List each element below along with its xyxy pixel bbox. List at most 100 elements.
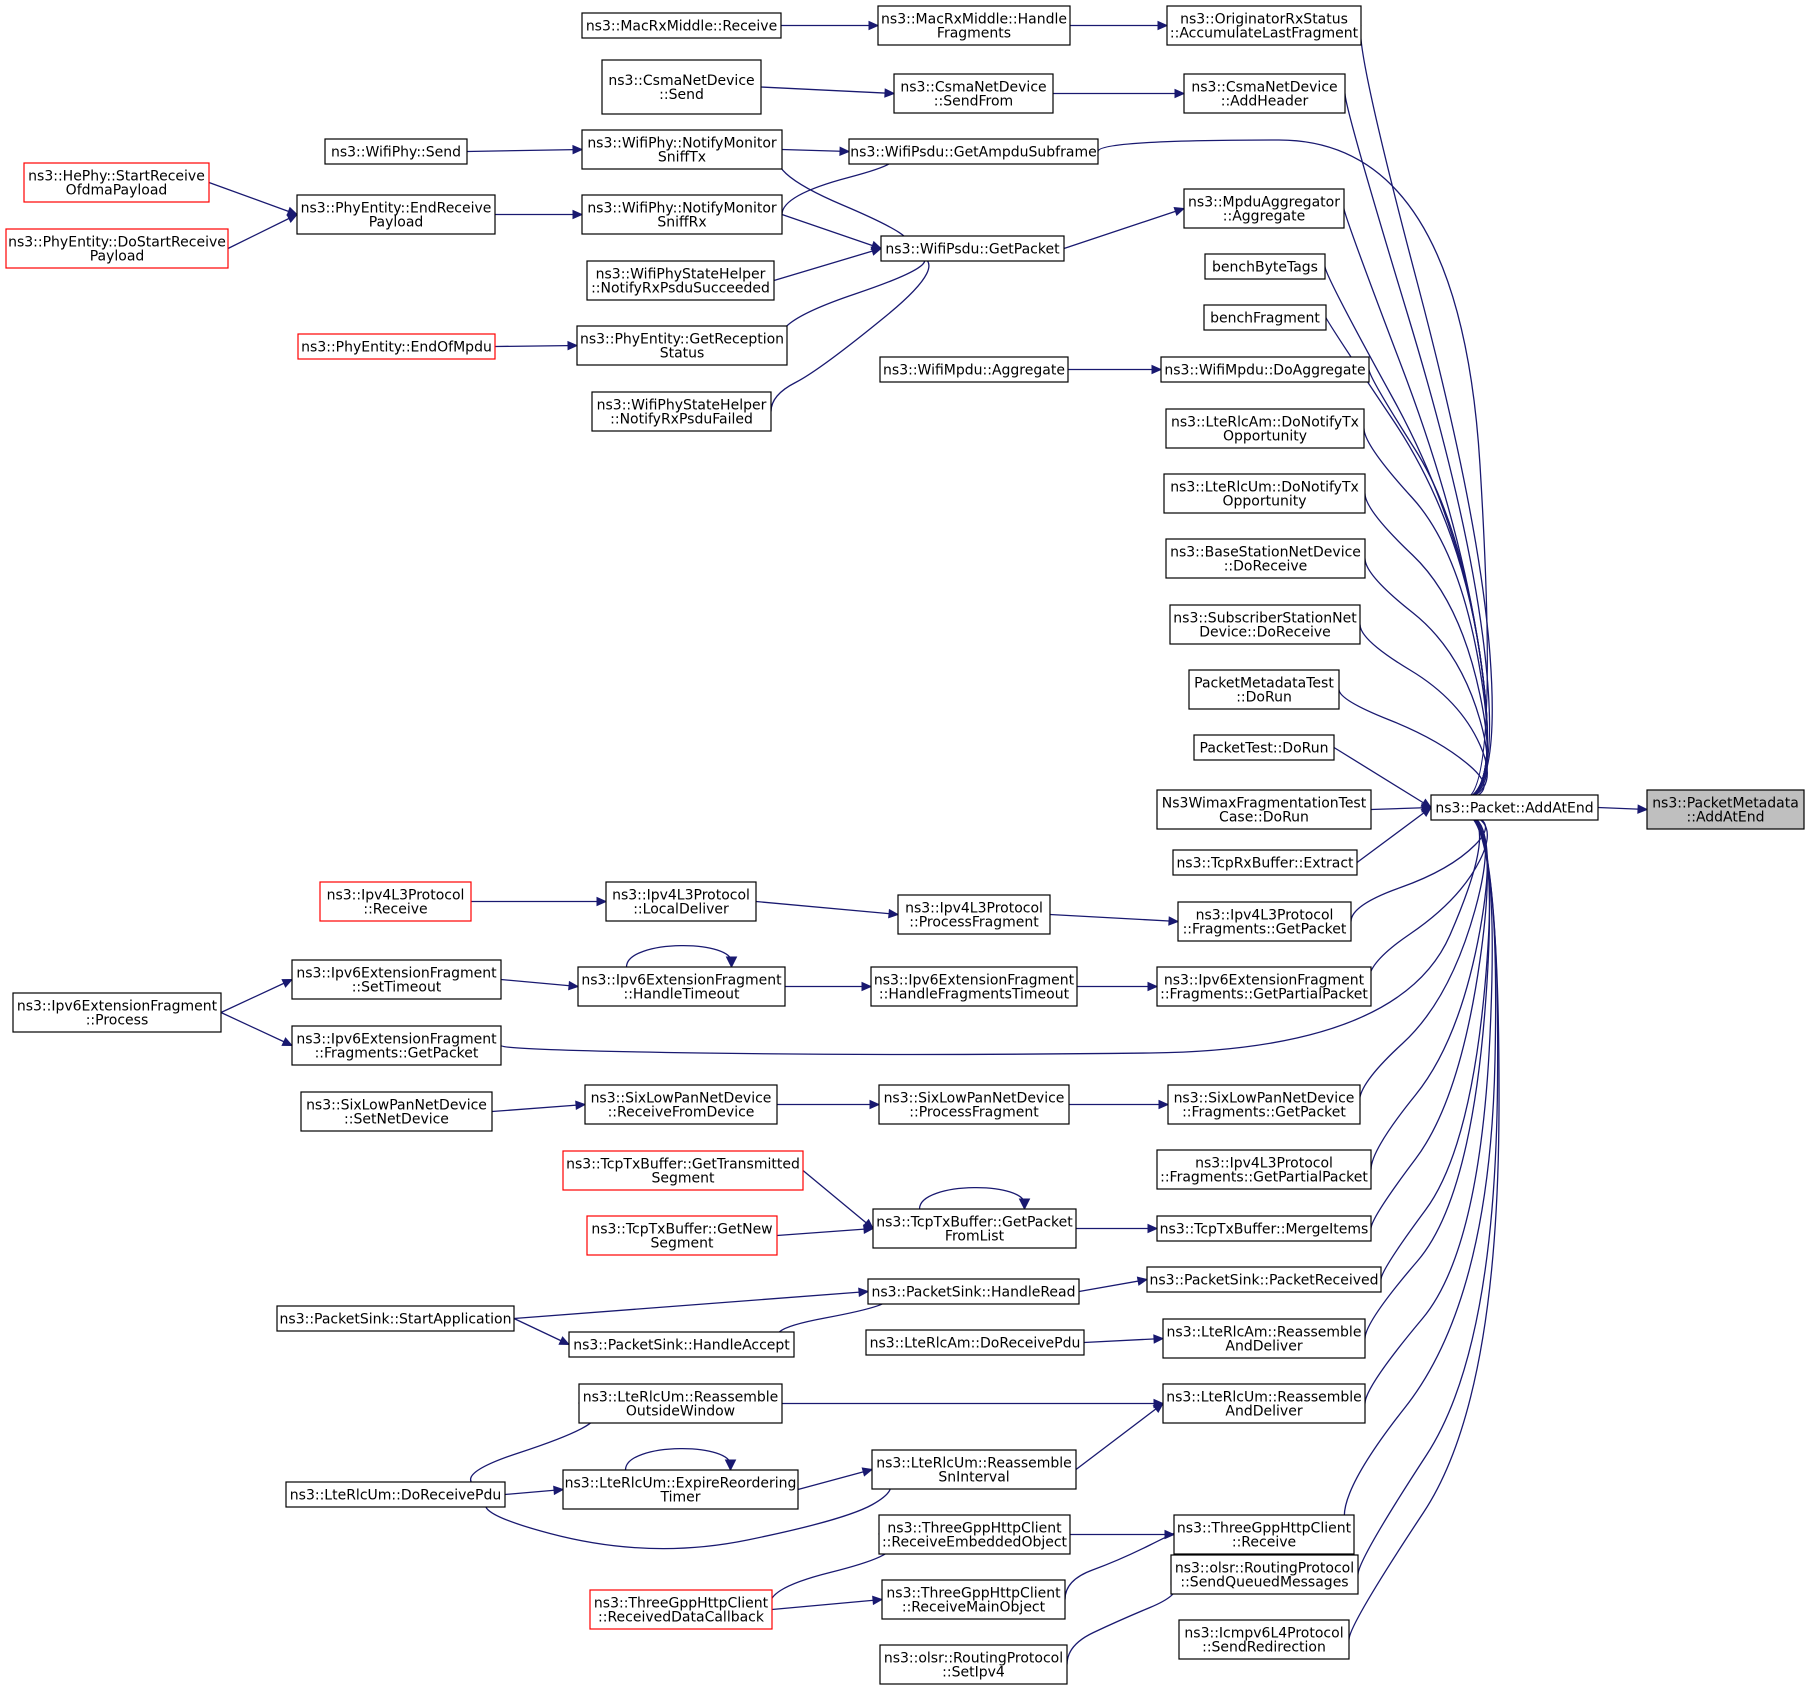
node-ns3-sixlowpannetdevice-processfragment[interactable]: ns3::SixLowPanNetDevice::ProcessFragment: [878, 1084, 1070, 1125]
node-label: ns3::Icmpv6L4Protocol: [1184, 1626, 1343, 1642]
node-ns3-packetsink-handleaccept[interactable]: ns3::PacketSink::HandleAccept: [568, 1331, 795, 1358]
node-ns3-ipv6extensionfragment-process[interactable]: ns3::Ipv6ExtensionFragment::Process: [12, 992, 222, 1033]
node-ns3-ipv6extensionfragment-fragments-getpacket[interactable]: ns3::Ipv6ExtensionFragment::Fragments::G…: [291, 1025, 502, 1066]
node-ns3-wifipsdu-getpacket[interactable]: ns3::WifiPsdu::GetPacket: [880, 235, 1065, 262]
node-ns3-ipv4l3protocol-processfragment[interactable]: ns3::Ipv4L3Protocol::ProcessFragment: [897, 894, 1051, 935]
node-label: ns3::BaseStationNetDevice: [1170, 545, 1361, 561]
node-ns3-threegpphttpclient-receivemainobject[interactable]: ns3::ThreeGppHttpClient::ReceiveMainObje…: [881, 1579, 1066, 1620]
node-box: [300, 1091, 493, 1132]
node-ns3-tcptxbuffer-mergeitems[interactable]: ns3::TcpTxBuffer::MergeItems: [1156, 1215, 1372, 1242]
node-ns3-wifiphystatehelper-notifyrxpsdufailed[interactable]: ns3::WifiPhyStateHelper::NotifyRxPsduFai…: [591, 391, 772, 432]
arrow-head-icon: [572, 144, 584, 155]
node-ns3-sixlowpannetdevice-receivefromdevice[interactable]: ns3::SixLowPanNetDevice::ReceiveFromDevi…: [584, 1084, 778, 1125]
node-label: ::Fragments::GetPacket: [1182, 1105, 1346, 1121]
node-ns3-wifimpdu-doaggregate[interactable]: ns3::WifiMpdu::DoAggregate: [1160, 356, 1370, 383]
edge-csmasend-to-csmasendfrom: [760, 86, 896, 98]
edge-hestart-to-endrecv: [208, 181, 299, 216]
node-label: ns3::TcpTxBuffer::GetNew: [591, 1222, 772, 1238]
node-ns3-wifimpdu-aggregate[interactable]: ns3::WifiMpdu::Aggregate: [879, 356, 1069, 383]
node-ns3-ipv6extensionfragment-settimeout[interactable]: ns3::Ipv6ExtensionFragment::SetTimeout: [291, 959, 502, 1000]
node-ns3-csmanetdevice-sendfrom[interactable]: ns3::CsmaNetDevice::SendFrom: [893, 73, 1054, 114]
node-box: [605, 881, 757, 922]
node-ns3-sixlowpannetdevice-setnetdevice[interactable]: ns3::SixLowPanNetDevice::SetNetDevice: [300, 1091, 493, 1132]
node-ns3-tcprxbuffer-extract[interactable]: ns3::TcpRxBuffer::Extract: [1172, 849, 1358, 876]
node-ns3-subscriberstationnetdevice-doreceive[interactable]: ns3::SubscriberStationNetDevice::DoRecei…: [1169, 604, 1361, 645]
node-box: [1167, 1084, 1361, 1125]
node-ns3-ipv4l3protocol-fragments-getpartialpacket[interactable]: ns3::Ipv4L3Protocol::Fragments::GetParti…: [1156, 1149, 1372, 1190]
node-ns3-lterlcum-doreceivepdu[interactable]: ns3::LteRlcUm::DoReceivePdu: [285, 1481, 506, 1508]
node-ns3-threegpphttpclient-receive[interactable]: ns3::ThreeGppHttpClient::Receive: [1173, 1514, 1355, 1555]
node-ns3-ipv6extensionfragment-handlefragmentstimeout[interactable]: ns3::Ipv6ExtensionFragment::HandleFragme…: [870, 966, 1078, 1007]
node-benchbytetags[interactable]: benchByteTags: [1204, 253, 1326, 280]
edge-line: [773, 247, 882, 282]
node-ns3-sixlowpannetdevice-fragments-getpacket[interactable]: ns3::SixLowPanNetDevice::Fragments::GetP…: [1167, 1084, 1361, 1125]
arrow-head-icon: [1174, 88, 1186, 99]
node-ns3-csmanetdevice-send[interactable]: ns3::CsmaNetDevice::Send: [601, 59, 762, 115]
node-ns3-olsr-routingprotocol-sendqueuedmessages[interactable]: ns3::olsr::RoutingProtocol::SendQueuedMe…: [1170, 1554, 1359, 1595]
node-label: ns3::TcpTxBuffer::MergeItems: [1160, 1222, 1369, 1238]
node-label: ns3::LteRlcUm::ExpireReordering: [565, 1476, 797, 1492]
node-ns3-olsr-routingprotocol-setipv4[interactable]: ns3::olsr::RoutingProtocol::SetIpv4: [879, 1644, 1068, 1685]
arrow-head-icon: [861, 981, 873, 992]
node-ns3-threegpphttpclient-receiveddatacallback[interactable]: ns3::ThreeGppHttpClient::ReceivedDataCal…: [589, 1589, 773, 1630]
node-ns3-ipv4l3protocol-fragments-getpacket[interactable]: ns3::Ipv4L3Protocol::Fragments::GetPacke…: [1177, 901, 1352, 942]
node-ns3-wifiphystatehelper-notifyrxpsdusucceeded[interactable]: ns3::WifiPhyStateHelper::NotifyRxPsduSuc…: [586, 260, 775, 301]
node-ns3-ipv4l3protocol-receive[interactable]: ns3::Ipv4L3Protocol::Receive: [319, 881, 472, 922]
node-ns3-wifiphy-send[interactable]: ns3::WifiPhy::Send: [324, 138, 468, 165]
arrow-head-icon: [281, 1037, 294, 1047]
node-label: ns3::PhyEntity::GetReception: [580, 332, 784, 348]
node-ns3-packetsink-handleread[interactable]: ns3::PacketSink::HandleRead: [867, 1278, 1080, 1305]
node-benchfragment[interactable]: benchFragment: [1203, 304, 1327, 331]
node-ns3-threegpphttpclient-receiveembeddedobject[interactable]: ns3::ThreeGppHttpClient::ReceiveEmbedded…: [878, 1514, 1071, 1555]
node-label: ns3::olsr::RoutingProtocol: [884, 1651, 1063, 1667]
node-ns3-csmanetdevice-addheader[interactable]: ns3::CsmaNetDevice::AddHeader: [1183, 73, 1346, 114]
node-ns3-phyentity-endofmpdu[interactable]: ns3::PhyEntity::EndOfMpdu: [297, 333, 496, 360]
node-ns3-packet-addatend[interactable]: ns3::Packet::AddAtEnd: [1430, 794, 1599, 821]
edge-line: [1063, 207, 1185, 250]
node-label: ns3::PacketSink::StartApplication: [280, 1312, 512, 1328]
node-label: Payload: [90, 249, 145, 265]
node-ns3-icmpv6l4protocol-sendredirection[interactable]: ns3::Icmpv6L4Protocol::SendRedirection: [1178, 1619, 1350, 1660]
node-ns3-macrxmiddle-handlefragments[interactable]: ns3::MacRxMiddle::HandleFragments: [877, 5, 1071, 46]
self-loop-lteumexpire: [624, 1448, 737, 1472]
node-ns3-mpduaggregator-aggregate[interactable]: ns3::MpduAggregator::Aggregate: [1183, 188, 1345, 229]
node-ns3-packetmetadata-addatend[interactable]: ns3::PacketMetadata::AddAtEnd: [1646, 789, 1805, 830]
node-ns3-lterlcam-doreceivepdu[interactable]: ns3::LteRlcAm::DoReceivePdu: [865, 1329, 1085, 1356]
node-packettest-dorun[interactable]: PacketTest::DoRun: [1193, 734, 1335, 761]
node-ns3-ipv6extensionfragment-handletimeout[interactable]: ns3::Ipv6ExtensionFragment::HandleTimeou…: [577, 966, 786, 1007]
node-packetmetadatatest-dorun[interactable]: PacketMetadataTest::DoRun: [1188, 669, 1340, 710]
node-ns3-packetsink-packetreceived[interactable]: ns3::PacketSink::PacketReceived: [1146, 1266, 1382, 1293]
edge-tcpmerge-to-addatend: [1370, 804, 1488, 1229]
node-label: PacketTest::DoRun: [1200, 741, 1329, 757]
node-ns3-basestationnetdevice-doreceive[interactable]: ns3::BaseStationNetDevice::DoReceive: [1165, 538, 1366, 579]
arrow-head-icon: [286, 213, 299, 223]
node-ns3-macrxmiddle-receive[interactable]: ns3::MacRxMiddle::Receive: [581, 12, 782, 39]
edge-ipv4recv-to-ipv4local: [471, 896, 608, 907]
node-label: SniffTx: [658, 150, 706, 166]
node-box: [296, 194, 496, 235]
node-ns3-ipv6extensionfragment-fragments-getpartialpacket[interactable]: ns3::Ipv6ExtensionFragment::Fragments::G…: [1156, 966, 1372, 1007]
node-ns3-originatorrxstatus-accumulatelastfragment[interactable]: ns3::OriginatorRxStatus::AccumulateLastF…: [1166, 5, 1362, 46]
node-ns3-wifipsdu-getampdusubframe[interactable]: ns3::WifiPsdu::GetAmpduSubframe: [848, 138, 1099, 165]
node-ns3-packetsink-startapplication[interactable]: ns3::PacketSink::StartApplication: [276, 1305, 515, 1332]
edge-line: [1083, 1337, 1164, 1344]
node-ns3-ipv4l3protocol-localdeliver[interactable]: ns3::Ipv4L3Protocol::LocalDeliver: [605, 881, 757, 922]
node-box: [581, 12, 782, 39]
